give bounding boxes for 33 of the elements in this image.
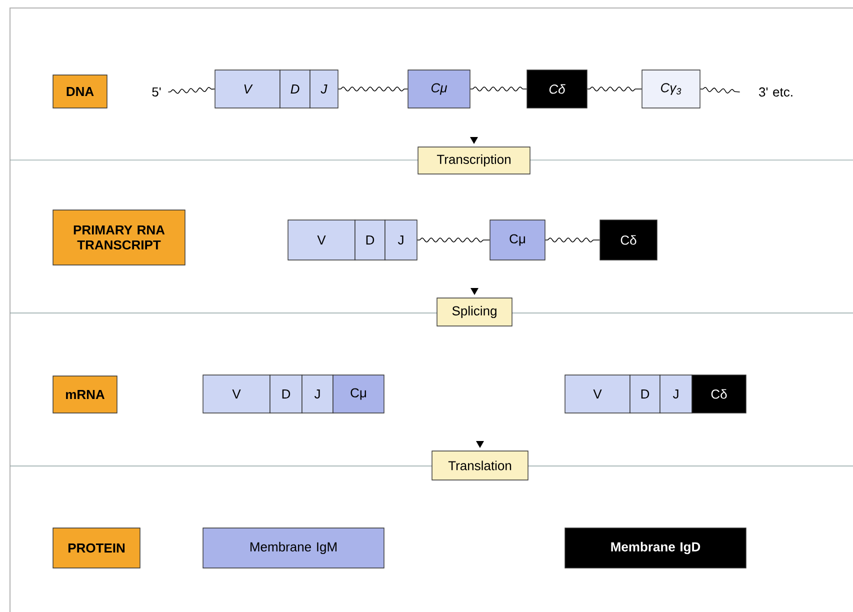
- row-label-box: DNA: [52, 74, 108, 108]
- gene-segment-box: Cδ: [600, 220, 658, 260]
- gene-segment-box: J: [302, 374, 334, 414]
- gene-segment-box: D: [354, 220, 386, 260]
- protein-box: Membrane IgD: [564, 528, 746, 568]
- gene-segment-box: Cδ: [692, 374, 746, 414]
- wavy-line: [338, 86, 408, 92]
- gene-segment-box: J: [310, 70, 338, 108]
- row-label-box: PRIMARY RNA TRANSCRIPT: [52, 210, 186, 266]
- process-box: Translation: [432, 450, 528, 480]
- wavy-line: [168, 86, 216, 94]
- gene-segment-box: J: [660, 374, 692, 414]
- process-box: Splicing: [436, 298, 512, 326]
- gene-segment-box: Cμ: [408, 70, 470, 108]
- protein-box: Membrane IgM: [202, 528, 384, 568]
- gene-segment-box: J: [384, 220, 418, 260]
- gene-segment-box: D: [270, 374, 302, 414]
- wavy-line: [586, 86, 642, 92]
- row-label-box: PROTEIN: [52, 528, 140, 568]
- gene-segment-box: Cμ: [490, 220, 546, 260]
- gene-segment-box: D: [630, 374, 660, 414]
- gene-segment-box: Cδ: [526, 70, 588, 108]
- end-label: 3' etc.: [759, 87, 792, 97]
- end-label: 5': [152, 87, 161, 97]
- wavy-line: [544, 238, 600, 242]
- wavy-line: [416, 238, 490, 242]
- wavy-line: [700, 86, 740, 94]
- process-box: Transcription: [418, 146, 530, 174]
- row-label-box: mRNA: [52, 376, 118, 414]
- gene-segment-box: D: [280, 70, 310, 108]
- gene-segment-box: Cμ: [332, 374, 384, 414]
- gene-segment-box: Cγ$_{3}$: [642, 70, 700, 108]
- wavy-line: [470, 86, 528, 92]
